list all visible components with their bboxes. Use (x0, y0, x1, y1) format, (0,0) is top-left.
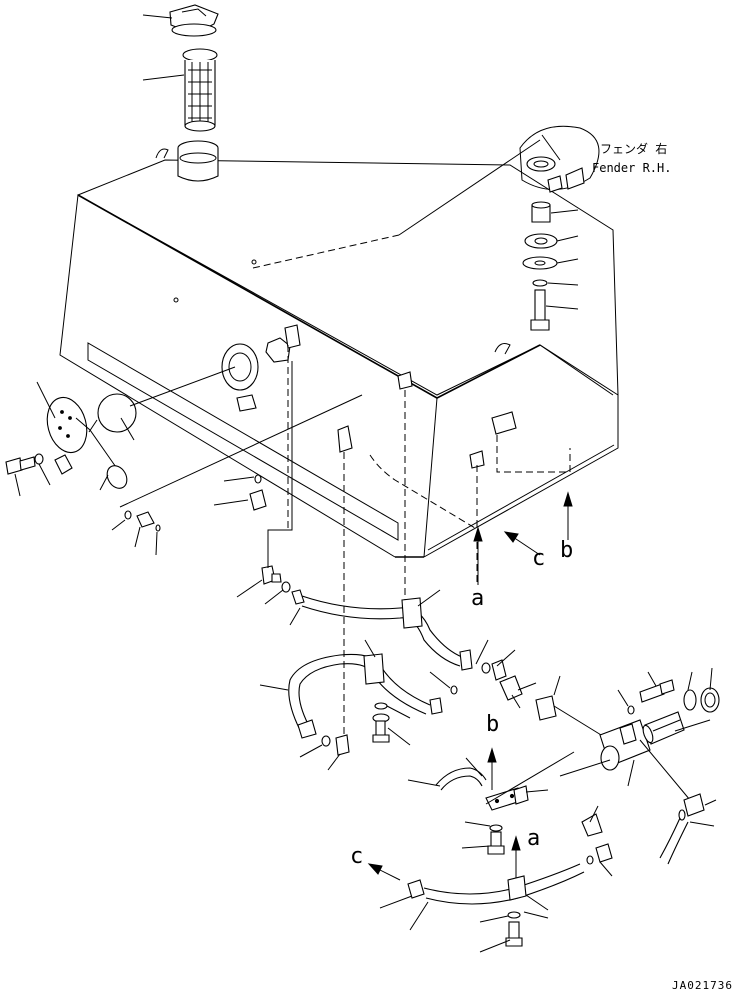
fender-right-bracket (519, 125, 600, 193)
drawing-number: JA021736 (672, 979, 733, 992)
fuel-sender-assembly (46, 366, 236, 489)
fuel-strainer (182, 48, 218, 132)
arrow-c-lower (367, 863, 401, 881)
arrow-a-lower (511, 835, 521, 878)
section-label-b-lower: b (486, 712, 500, 737)
fuel-hose-lower (288, 653, 443, 756)
elbow-fittings-center (249, 474, 291, 593)
drain-bolt (5, 453, 44, 475)
arrow-a-upper (473, 526, 483, 585)
fender-note-jp: フェンダ 右 (600, 142, 668, 156)
bracket-bolt (487, 824, 505, 855)
section-label-a-upper: a (471, 586, 485, 611)
section-label-c-upper: c (532, 546, 546, 571)
fender-note-en: Fender R.H. (592, 161, 672, 175)
arrow-c-upper (503, 531, 541, 556)
lower-fitting-right (581, 813, 613, 865)
fuel-cap (169, 4, 219, 37)
clamp-bolt-center (372, 702, 390, 743)
arrow-b-upper (563, 491, 573, 540)
drain-valve (450, 675, 523, 709)
section-label-c-lower: c (350, 844, 364, 869)
lower-return-hose (407, 863, 585, 947)
drain-fittings-left (124, 510, 161, 532)
section-label-b-upper: b (560, 538, 574, 563)
filter-element (642, 711, 685, 745)
filter-cap (683, 687, 720, 713)
fuel-hose-upper (291, 589, 507, 681)
fuel-tank (59, 140, 619, 558)
section-label-a-lower: a (527, 826, 541, 851)
mount-stack (522, 201, 558, 331)
fuel-filter-group (535, 695, 705, 865)
hose-clamp-bracket (435, 767, 529, 811)
arrow-b-lower (487, 747, 497, 790)
filter-bolt (627, 679, 675, 715)
